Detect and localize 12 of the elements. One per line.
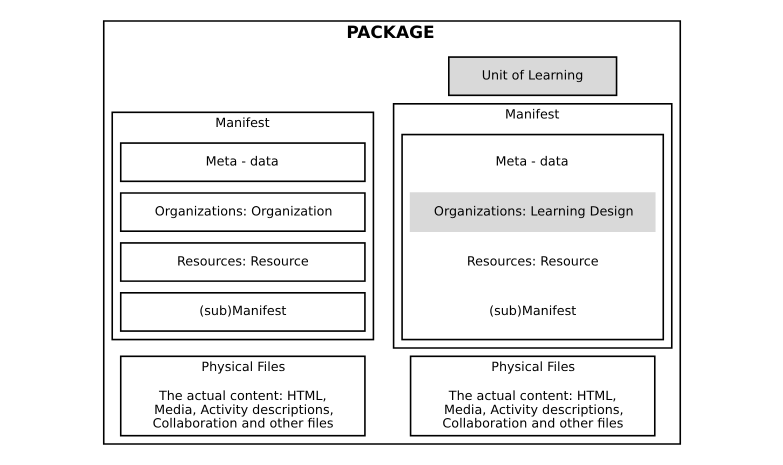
node-box: Resources: Resource	[119, 242, 366, 282]
node-box: Organizations: Learning Design	[409, 192, 656, 232]
node-box: Physical Files The actual content: HTML, Media, Activity descriptions, Collaboration and other files	[119, 356, 366, 437]
node-box: Organizations: Organization	[119, 192, 366, 232]
node-text: Meta - data	[495, 154, 568, 170]
node-text: Resources: Resource	[466, 254, 598, 270]
cluster	[400, 134, 664, 340]
node-text: (sub)Manifest	[488, 304, 576, 320]
node-box: (sub)Manifest	[119, 292, 366, 332]
node-box: Meta - data	[119, 142, 366, 182]
node-box: Unit of Learning	[448, 56, 617, 96]
node-box: Physical Files The actual content: HTML, Media, Activity descriptions, Collaboration and other files	[409, 356, 656, 437]
